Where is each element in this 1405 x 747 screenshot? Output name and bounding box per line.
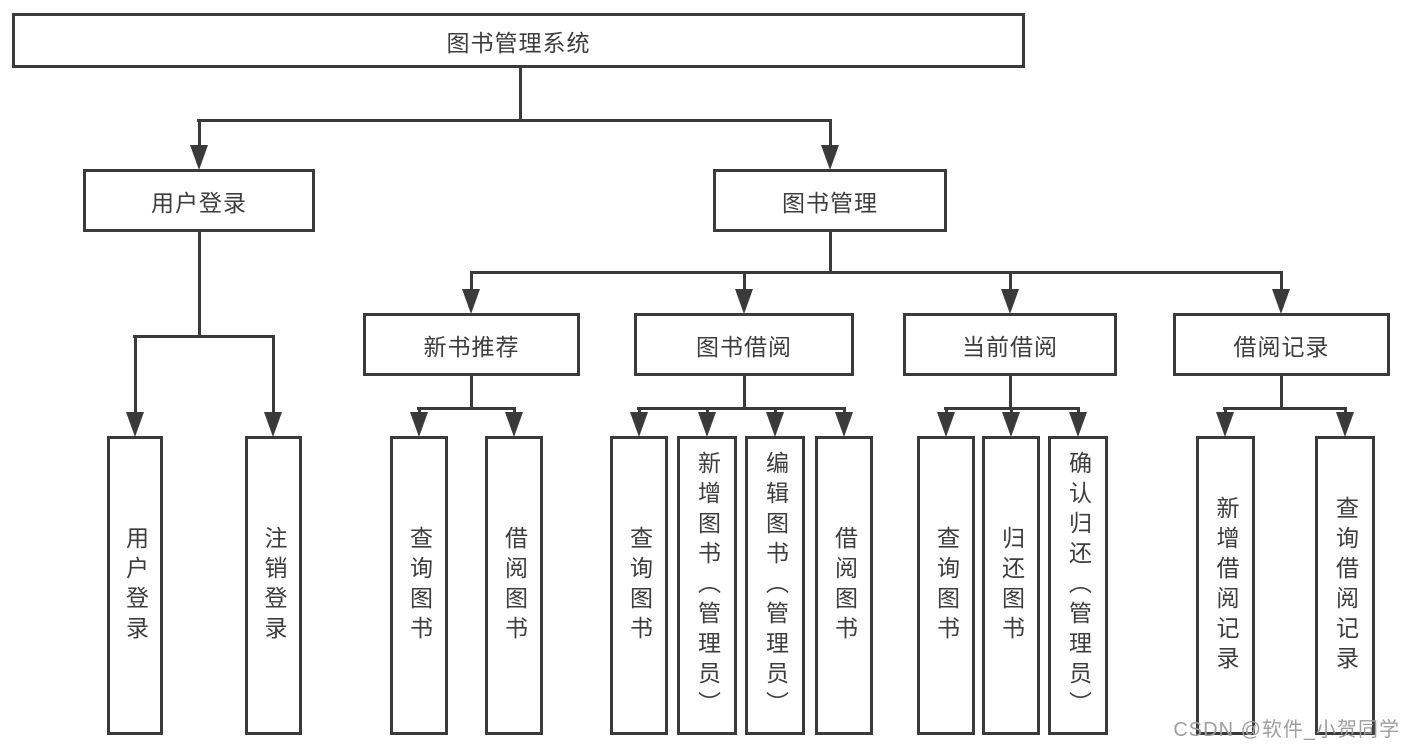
connector-line-vertical [742, 376, 746, 410]
connector-arrow-shaft [828, 120, 832, 148]
connector-arrow-shaft [1009, 408, 1013, 415]
leaf-query-books-recommend: 查询图书 [390, 436, 448, 735]
node-book-management: 图书管理 [713, 169, 947, 232]
connector-line-horizontal [197, 118, 832, 122]
connector-arrow-shaft [1279, 272, 1283, 292]
connector-arrow-shaft [512, 408, 516, 415]
leaf-query-borrow-record: 查询借阅记录 [1315, 436, 1375, 735]
connector-line-horizontal [470, 270, 1283, 274]
arrowhead-down-icon [835, 412, 853, 437]
connector-line-vertical [828, 231, 832, 274]
arrowhead-down-icon [766, 412, 784, 437]
connector-line-vertical [197, 231, 201, 338]
leaf-query-books-borrowing: 查询图书 [610, 436, 668, 735]
connector-line-horizontal [637, 406, 846, 410]
arrowhead-down-icon [821, 145, 839, 170]
arrowhead-down-icon [505, 412, 523, 437]
arrowhead-down-icon [1069, 412, 1087, 437]
connector-line-vertical [518, 67, 522, 122]
connector-arrow-shaft [1076, 408, 1080, 415]
arrowhead-down-icon [735, 289, 753, 314]
connector-arrow-shaft [417, 408, 421, 415]
arrowhead-down-icon [1336, 412, 1354, 437]
connector-arrow-shaft [469, 272, 473, 292]
connector-arrow-shaft [133, 336, 137, 415]
leaf-query-books-current: 查询图书 [917, 436, 975, 735]
connector-line-horizontal [1223, 406, 1347, 410]
connector-line-horizontal [133, 334, 275, 338]
node-current-borrowing: 当前借阅 [903, 313, 1117, 376]
leaf-user-login: 用户登录 [107, 436, 163, 735]
arrowhead-down-icon [1001, 289, 1019, 314]
arrowhead-down-icon [1002, 412, 1020, 437]
arrowhead-down-icon [698, 412, 716, 437]
connector-arrow-shaft [742, 272, 746, 292]
arrowhead-down-icon [462, 289, 480, 314]
arrowhead-down-icon [410, 412, 428, 437]
connector-arrow-shaft [197, 120, 201, 148]
arrowhead-down-icon [190, 145, 208, 170]
leaf-borrow-books-borrowing: 借阅图书 [815, 436, 873, 735]
leaf-borrow-books-recommend: 借阅图书 [485, 436, 543, 735]
arrowhead-down-icon [1216, 412, 1234, 437]
connector-arrow-shaft [271, 336, 275, 415]
arrowhead-down-icon [630, 412, 648, 437]
connector-line-vertical [1008, 376, 1012, 410]
leaf-confirm-return-admin: 确认归还（管理员） [1048, 436, 1108, 735]
connector-arrow-shaft [1008, 272, 1012, 292]
arrowhead-down-icon [1272, 289, 1290, 314]
node-root-library-system: 图书管理系统 [12, 13, 1025, 68]
node-borrowing-records: 借阅记录 [1173, 313, 1390, 376]
leaf-return-books: 归还图书 [982, 436, 1040, 735]
leaf-add-books-admin: 新增图书（管理员） [677, 436, 737, 735]
connector-arrow-shaft [637, 408, 641, 415]
arrowhead-down-icon [264, 412, 282, 437]
connector-arrow-shaft [773, 408, 777, 415]
connector-arrow-shaft [1343, 408, 1347, 415]
node-user-login: 用户登录 [83, 169, 315, 232]
leaf-edit-books-admin: 编辑图书（管理员） [745, 436, 805, 735]
node-new-book-recommend: 新书推荐 [363, 313, 580, 376]
connector-line-vertical [469, 376, 473, 410]
connector-arrow-shaft [705, 408, 709, 415]
watermark-text: CSDN @软件_小贺同学 [1173, 719, 1400, 741]
leaf-add-borrow-record: 新增借阅记录 [1196, 436, 1255, 735]
leaf-logout: 注销登录 [245, 436, 302, 735]
connector-arrow-shaft [1223, 408, 1227, 415]
arrowhead-down-icon [126, 412, 144, 437]
connector-arrow-shaft [842, 408, 846, 415]
node-book-borrowing: 图书借阅 [634, 313, 854, 376]
connector-line-horizontal [417, 406, 516, 410]
connector-line-vertical [1279, 376, 1283, 410]
connector-arrow-shaft [944, 408, 948, 415]
arrowhead-down-icon [937, 412, 955, 437]
